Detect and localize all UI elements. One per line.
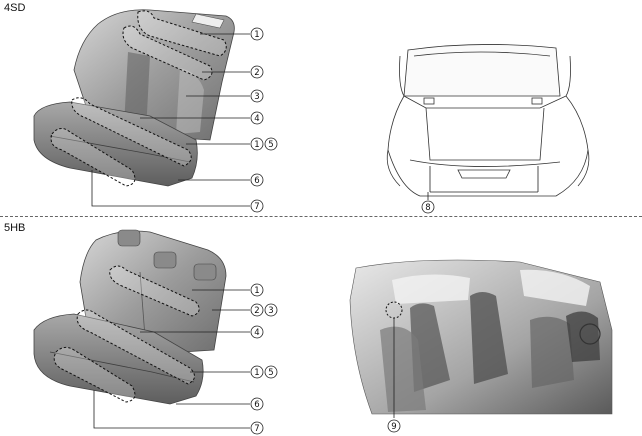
svg-text:2: 2 [254,68,259,78]
section-divider [0,216,642,217]
svg-text:1: 1 [254,30,259,40]
callout-7: 7 [250,199,264,213]
section-label-4sd: 4SD [4,2,26,14]
callout-2: 2 [250,303,264,317]
callout-6: 6 [250,397,264,411]
callout-8: 8 [421,200,435,214]
callout-3: 3 [250,89,264,103]
sedan-rear-seat-illustration [33,9,235,187]
svg-text:5: 5 [268,140,273,150]
callout-4: 4 [250,111,264,125]
svg-text:5: 5 [268,368,273,378]
callout-1: 1 [250,283,264,297]
svg-text:1: 1 [254,286,259,296]
callout-5: 5 [264,137,278,151]
callout-9: 9 [387,419,401,433]
callout-5: 5 [264,365,278,379]
callout-6: 6 [250,173,264,187]
svg-text:7: 7 [254,202,259,212]
callout-4: 4 [250,325,264,339]
svg-text:3: 3 [268,306,273,316]
callout-3: 3 [264,303,278,317]
svg-text:1: 1 [254,140,259,150]
callout-1: 1 [250,27,264,41]
svg-text:4: 4 [254,114,259,124]
callout-7: 7 [250,421,264,435]
hatch-seat-callout-lines [93,289,250,429]
callout-1-b: 1 [250,365,264,379]
callout-1-b: 1 [250,137,264,151]
svg-text:3: 3 [254,92,259,102]
svg-text:1: 1 [254,368,259,378]
svg-text:2: 2 [254,306,259,316]
sedan-trunk-callout-lines [427,166,539,200]
svg-text:7: 7 [254,424,259,434]
hatch-rear-seat-illustration [33,229,227,405]
svg-text:9: 9 [391,422,396,432]
sedan-trunk-illustration [386,44,590,197]
hatch-cabin-illustration [349,259,613,415]
sedan-seat-callouts: 1 2 3 4 1 5 6 7 [250,27,278,213]
svg-text:6: 6 [254,176,259,186]
sedan-seat-callout-lines [91,33,250,207]
svg-text:4: 4 [254,328,259,338]
svg-text:8: 8 [425,203,430,213]
section-label-5hb: 5HB [4,222,26,234]
hatch-seat-callouts: 1 2 3 4 1 5 6 7 [250,283,278,435]
svg-text:6: 6 [254,400,259,410]
callout-2: 2 [250,65,264,79]
